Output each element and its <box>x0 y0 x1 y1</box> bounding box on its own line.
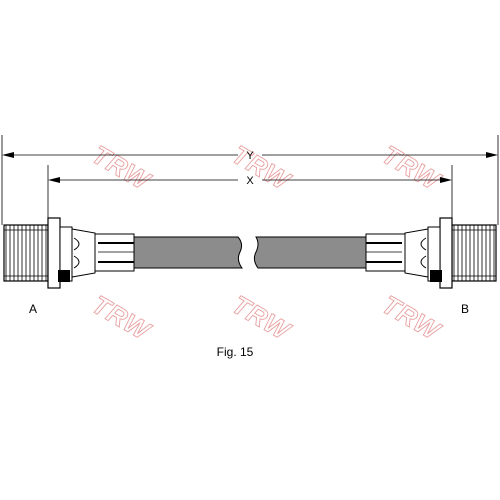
dimension-y-label: Y <box>246 150 254 162</box>
watermark-text: TRW <box>87 139 157 197</box>
arrowhead-icon <box>2 152 14 158</box>
arrowhead-icon <box>486 152 498 158</box>
watermark-text: TRW <box>87 289 157 347</box>
arrowhead-icon <box>48 177 60 183</box>
right-fitting-icon <box>365 217 497 289</box>
hose-body <box>133 236 367 269</box>
watermark-text: TRW <box>227 139 297 197</box>
figure-caption: Fig. 15 <box>217 345 254 359</box>
watermark-text: TRW <box>377 289 447 347</box>
arrowhead-icon <box>440 177 452 183</box>
left-fitting-icon <box>3 217 135 289</box>
dimension-x-label: X <box>246 175 254 187</box>
dimension-y: Y <box>1 135 499 225</box>
end-a-label: A <box>29 302 37 316</box>
watermark-text: TRW <box>227 289 297 347</box>
watermark-text: TRW <box>377 139 447 197</box>
end-b-label: B <box>461 302 469 316</box>
